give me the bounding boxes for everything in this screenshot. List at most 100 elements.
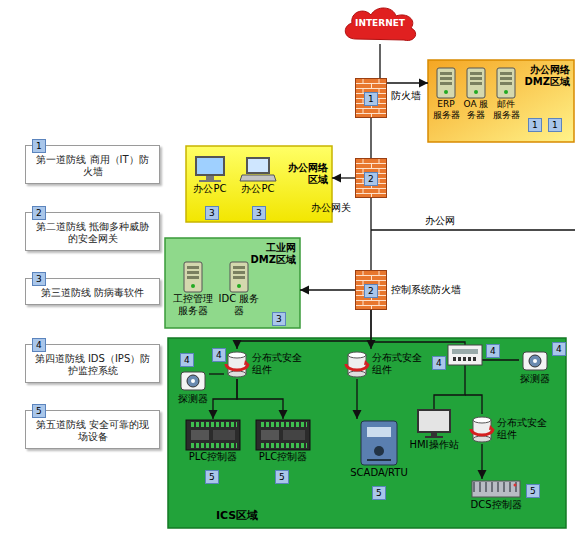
node-label: PLC控制器 <box>254 451 312 463</box>
node-label: 分布式安全组件 <box>497 417 553 441</box>
defense-box: 5第五道防线 安全可靠的现场设备 <box>25 410 160 449</box>
server: ERP 服务器 <box>432 67 460 121</box>
connector <box>237 310 371 349</box>
defense-box: 2第二道防线 抵御多种威胁的安全网关 <box>25 212 160 251</box>
node-label: 邮件 服务器 <box>492 99 520 121</box>
hmi-station-icon <box>416 409 452 439</box>
callout-number: 2 <box>364 284 378 298</box>
callout-number: 5 <box>32 404 46 418</box>
node-label: 第一道防线 商用（IT）防火墙 <box>32 154 153 178</box>
callout-number: 4 <box>32 338 46 352</box>
node-label: 工业网 DMZ区域 <box>246 242 296 266</box>
zone-fill <box>428 60 574 142</box>
callout-number: 1 <box>364 92 378 106</box>
node-label: 控制系统防火墙 <box>391 284 461 296</box>
callout-number: 1 <box>528 118 542 132</box>
node-label: OA 服务器 <box>462 99 490 121</box>
connector <box>370 118 371 158</box>
server-icon <box>183 261 203 293</box>
internet-cloud: INTERNET <box>340 4 420 44</box>
dcs-controller: DCS控制器 <box>469 479 523 511</box>
network-wire <box>465 395 482 414</box>
office-laptop: 办公PC <box>239 155 277 195</box>
connector <box>213 379 237 419</box>
connector <box>356 379 357 419</box>
node-label: 分布式安全组件 <box>372 352 428 376</box>
connector <box>300 289 355 290</box>
defense-box: 1第一道防线 商用（IT）防火墙 <box>25 145 160 184</box>
defense-box: 3第三道防线 防病毒软件 <box>25 278 160 305</box>
node-label: INTERNET <box>340 18 420 29</box>
callout-number: 4 <box>212 348 226 362</box>
callout-number: 4 <box>432 356 446 370</box>
network-label: 办公网 <box>425 215 455 227</box>
network-zone: 分布式安全组件探测器PLC控制器PLC控制器分布式安全组件SCADA/RTUHM… <box>168 338 566 528</box>
node-label: 办公网关 <box>311 202 351 214</box>
callout-number: 5 <box>526 484 540 498</box>
connector <box>387 82 428 83</box>
detector: 探测器 <box>177 369 209 405</box>
office-pc: 办公PC <box>191 155 229 195</box>
callout-number: 5 <box>372 486 386 500</box>
callout-number: 1 <box>548 118 562 132</box>
node-label: DCS控制器 <box>469 499 523 511</box>
node-label: 第三道防线 防病毒软件 <box>32 287 153 299</box>
server-icon <box>466 67 486 99</box>
callout-number: 1 <box>32 139 46 153</box>
node-label: 防火墙 <box>391 90 421 102</box>
detector: 探测器 <box>519 349 551 385</box>
security-component: 分布式安全组件 <box>344 349 428 379</box>
connector <box>332 177 355 178</box>
node-label: SCADA/RTU <box>349 467 409 479</box>
node-label: 工控管理 服务器 <box>171 293 215 317</box>
node-label: 办公PC <box>239 183 277 195</box>
node-label: 第五道防线 安全可靠的现场设备 <box>32 419 153 443</box>
node-label: 办公网络 DMZ区域 <box>524 64 570 88</box>
connector <box>370 198 371 270</box>
network-wire <box>371 229 575 230</box>
node-label: 办公PC <box>191 183 229 195</box>
callout-number: 3 <box>272 312 286 326</box>
callout-number: 4 <box>180 353 194 367</box>
plc-controller: PLC控制器 <box>254 419 312 463</box>
security-component-icon <box>469 414 495 444</box>
office-laptop-icon <box>239 155 277 183</box>
network-wire <box>482 359 519 360</box>
connector <box>481 444 482 479</box>
plc-controller-icon <box>255 419 311 451</box>
connector <box>379 44 380 78</box>
node-label: HMI操作站 <box>407 439 461 451</box>
callout-number: 5 <box>205 470 219 484</box>
zone-fill <box>186 146 332 222</box>
network-switch <box>448 345 482 365</box>
callout-number: 3 <box>252 206 266 220</box>
defense-box: 4第四道防线 IDS（IPS）防护监控系统 <box>25 344 160 383</box>
network-wire <box>434 365 465 409</box>
server-icon <box>229 261 249 293</box>
node-label: 探测器 <box>519 373 551 385</box>
plc-controller: PLC控制器 <box>184 419 242 463</box>
server-icon <box>496 67 516 99</box>
office-pc-icon <box>191 155 229 183</box>
connector <box>237 379 283 419</box>
callout-number: 3 <box>205 206 219 220</box>
scada-rtu: SCADA/RTU <box>349 419 409 479</box>
node-label: 第四道防线 IDS（IPS）防护监控系统 <box>32 353 153 377</box>
plc-controller-icon <box>185 419 241 451</box>
node-label: PLC控制器 <box>184 451 242 463</box>
node-label: ERP 服务器 <box>432 99 460 121</box>
hmi-station: HMI操作站 <box>407 409 461 451</box>
server: 邮件 服务器 <box>492 67 520 121</box>
security-component-icon <box>224 349 250 379</box>
callout-number: 2 <box>364 172 378 186</box>
detector-icon <box>180 369 206 393</box>
zone-fill <box>168 338 566 528</box>
callout-number: 4 <box>486 344 500 358</box>
node-label: ICS区域 <box>216 509 258 522</box>
node-label: IDC 服务器 <box>217 293 261 317</box>
node-label: 办公网络 区域 <box>284 162 328 186</box>
security-component: 分布式安全组件 <box>224 349 308 379</box>
server: 工控管理 服务器 <box>171 261 215 317</box>
server-icon <box>436 67 456 99</box>
zone-fill <box>165 238 300 328</box>
